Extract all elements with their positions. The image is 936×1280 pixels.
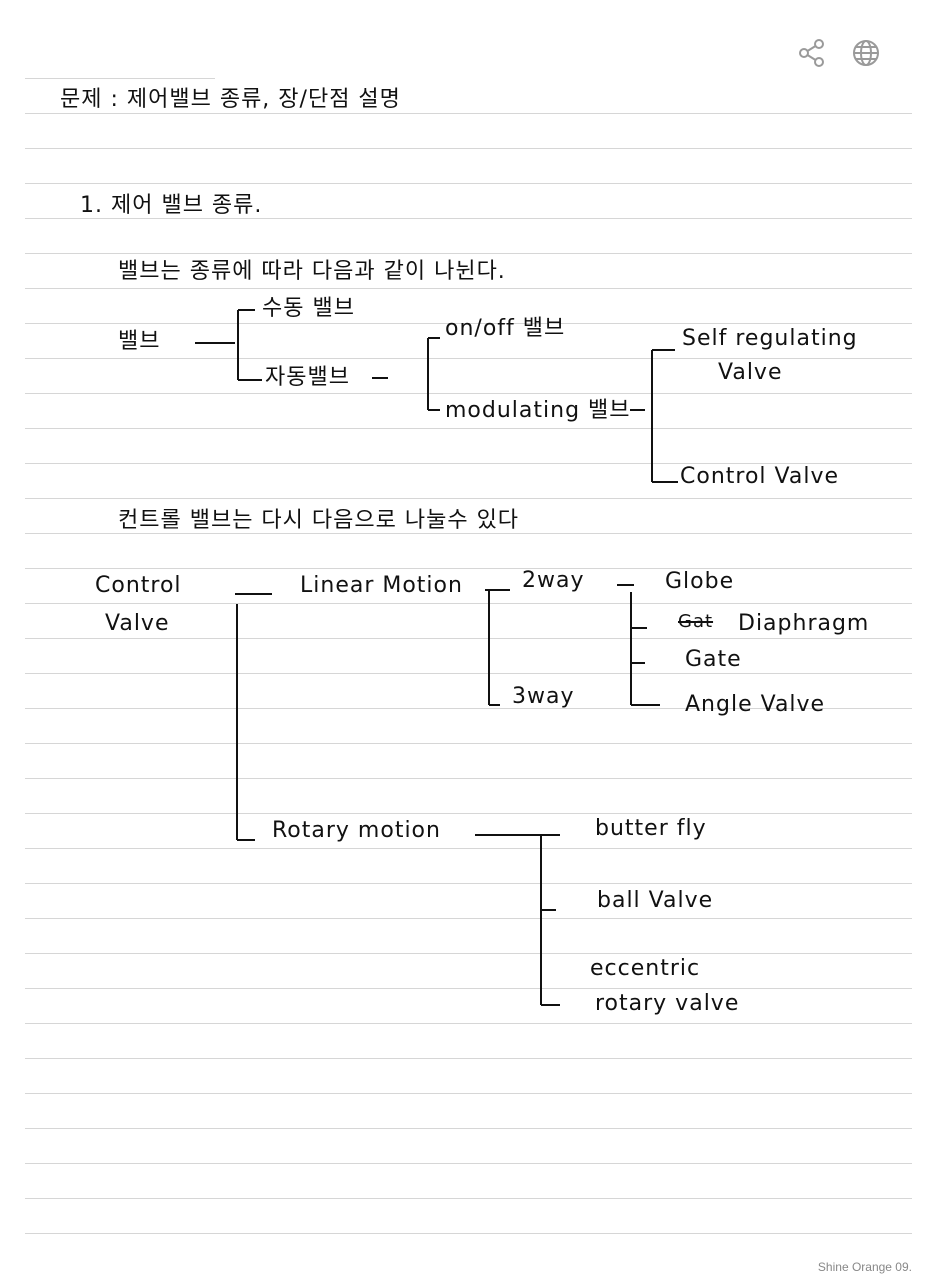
tree2-root: Control (95, 573, 182, 598)
rule-line (25, 358, 912, 359)
tree2-rotary: Rotary motion (272, 818, 441, 843)
rule-line (25, 183, 912, 184)
tree2-2way: 2way (522, 568, 585, 593)
rule-line (25, 673, 912, 674)
tree2-linear: Linear Motion (300, 573, 463, 598)
section-heading: 1. 제어 밸브 종류. (80, 193, 263, 218)
tree2-diaphragm: Diaphragm (738, 611, 870, 636)
rule-line (25, 463, 912, 464)
tree1-automatic: 자동밸브 (265, 365, 350, 390)
tree1-modulating: modulating 밸브 (445, 398, 631, 423)
rule-line (25, 813, 912, 814)
rule-line (25, 848, 912, 849)
tree2-angle: Angle Valve (685, 692, 826, 717)
rule-line (25, 78, 215, 79)
rule-line (25, 323, 912, 324)
note-title: 문제 : 제어밸브 종류, 장/단점 설명 (60, 87, 401, 112)
tree1-self-regulating: Self regulating (682, 326, 858, 351)
rule-line (25, 1023, 912, 1024)
rule-line (25, 883, 912, 884)
rule-line (25, 113, 912, 114)
rule-line (25, 953, 912, 954)
globe-icon[interactable] (851, 38, 881, 68)
rule-line (25, 148, 912, 149)
rule-line (25, 1128, 912, 1129)
footer-brand: Shine Orange 09. (817, 1260, 912, 1274)
tree2-ball: ball Valve (597, 888, 714, 913)
rule-line (25, 218, 912, 219)
rule-line (25, 253, 912, 254)
rule-line (25, 638, 912, 639)
tree1-on-off: on/off 밸브 (445, 316, 566, 341)
rule-line (25, 393, 912, 394)
tree2-eccentric: eccentric (590, 956, 701, 981)
rule-line (25, 603, 912, 604)
tree2-globe: Globe (665, 569, 735, 594)
tree1-root: 밸브 (118, 329, 161, 354)
share-icon[interactable] (797, 38, 827, 68)
tree2-root-valve: Valve (105, 611, 170, 636)
tree1-manual: 수동 밸브 (262, 296, 355, 321)
tree1-control-valve: Control Valve (680, 464, 840, 489)
rule-line (25, 778, 912, 779)
tree2-struck-word: Gat (678, 611, 714, 632)
tree2-gate: Gate (685, 647, 742, 672)
rule-line (25, 428, 912, 429)
rule-line (25, 568, 912, 569)
intro2-text: 컨트롤 밸브는 다시 다음으로 나눌수 있다 (118, 508, 520, 533)
tree2-butterfly: butter fly (595, 816, 707, 841)
rule-line (25, 918, 912, 919)
rule-line (25, 1058, 912, 1059)
intro-text: 밸브는 종류에 따라 다음과 같이 나뉜다. (118, 259, 506, 284)
rule-line (25, 988, 912, 989)
rule-line (25, 708, 912, 709)
rule-line (25, 533, 912, 534)
tree1-self-regulating-valve: Valve (718, 360, 783, 385)
tree2-rotary-valve: rotary valve (595, 991, 740, 1016)
rule-line (25, 498, 912, 499)
rule-line (25, 1233, 912, 1234)
rule-line (25, 743, 912, 744)
tree2-3way: 3way (512, 684, 575, 709)
rule-line (25, 1163, 912, 1164)
rule-line (25, 288, 912, 289)
rule-line (25, 1093, 912, 1094)
rule-line (25, 1198, 912, 1199)
